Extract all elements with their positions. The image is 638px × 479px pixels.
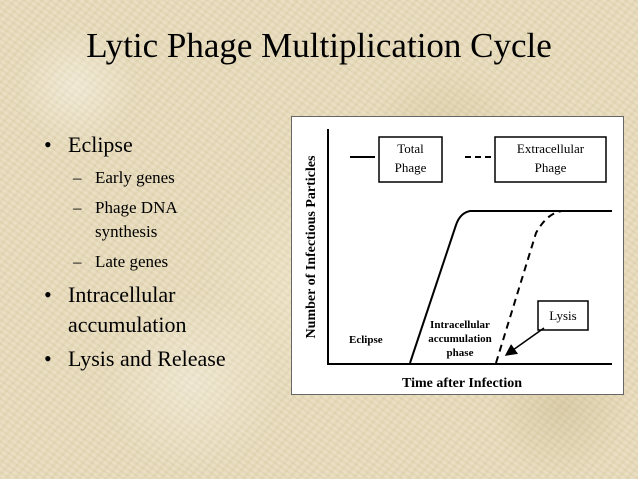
phase-label-intra-1: Intracellular bbox=[430, 319, 490, 331]
bullet-lysis: • Lysis and Release bbox=[40, 344, 280, 374]
bullet-intracellular: • Intracellular accumulation bbox=[40, 280, 280, 340]
sub-bullet-early-genes: – Early genes bbox=[40, 166, 280, 190]
sub-bullet-text-cont: synthesis bbox=[95, 222, 158, 241]
bullet-dash: – bbox=[73, 168, 82, 187]
bullet-dot: • bbox=[44, 346, 52, 371]
legend-box-total bbox=[378, 136, 443, 183]
total-phage-curve bbox=[409, 210, 612, 364]
sub-bullet-dna-synthesis: – Phage DNA synthesis bbox=[40, 196, 280, 244]
bullet-dot: • bbox=[44, 282, 52, 307]
legend-extra-line2: Phage bbox=[535, 160, 567, 175]
legend-total-line2: Phage bbox=[395, 160, 427, 175]
sub-bullet-text: Late genes bbox=[95, 252, 169, 271]
slide-title: Lytic Phage Multiplication Cycle bbox=[86, 26, 552, 65]
bullet-dash: – bbox=[73, 252, 82, 271]
bullet-list: • Eclipse – Early genes – Phage DNA synt… bbox=[40, 130, 280, 374]
sub-bullet-text: Early genes bbox=[95, 168, 175, 187]
lysis-box bbox=[537, 300, 589, 331]
legend-extra-line1: Extracellular bbox=[517, 141, 585, 156]
legend-box-extracellular bbox=[494, 136, 607, 183]
phase-label-intra-3: phase bbox=[447, 347, 474, 359]
bullet-lysis-text: Lysis and Release bbox=[68, 346, 226, 371]
growth-curve-diagram: Number of Infectious Particles Time afte… bbox=[291, 116, 624, 395]
phase-label-eclipse: Eclipse bbox=[349, 334, 383, 346]
x-axis-label: Time after Infection bbox=[402, 376, 522, 391]
extracellular-phage-curve bbox=[495, 210, 592, 364]
bullet-eclipse-text: Eclipse bbox=[68, 132, 133, 157]
lysis-arrow bbox=[504, 327, 545, 356]
bullet-eclipse: • Eclipse bbox=[40, 130, 280, 160]
bullet-intracellular-text: Intracellular bbox=[68, 282, 176, 307]
diagram-svg: Number of Infectious Particles Time afte… bbox=[304, 129, 612, 391]
sub-bullet-late-genes: – Late genes bbox=[40, 250, 280, 274]
sub-bullet-text: Phage DNA bbox=[95, 198, 178, 217]
lysis-label: Lysis bbox=[549, 308, 576, 323]
bullet-intracellular-text-cont: accumulation bbox=[68, 312, 187, 337]
bullet-dot: • bbox=[44, 132, 52, 157]
legend-total-line1: Total bbox=[397, 141, 424, 156]
bullet-dash: – bbox=[73, 198, 82, 217]
y-axis-label: Number of Infectious Particles bbox=[304, 155, 319, 338]
phase-label-intra-2: accumulation bbox=[428, 333, 492, 345]
